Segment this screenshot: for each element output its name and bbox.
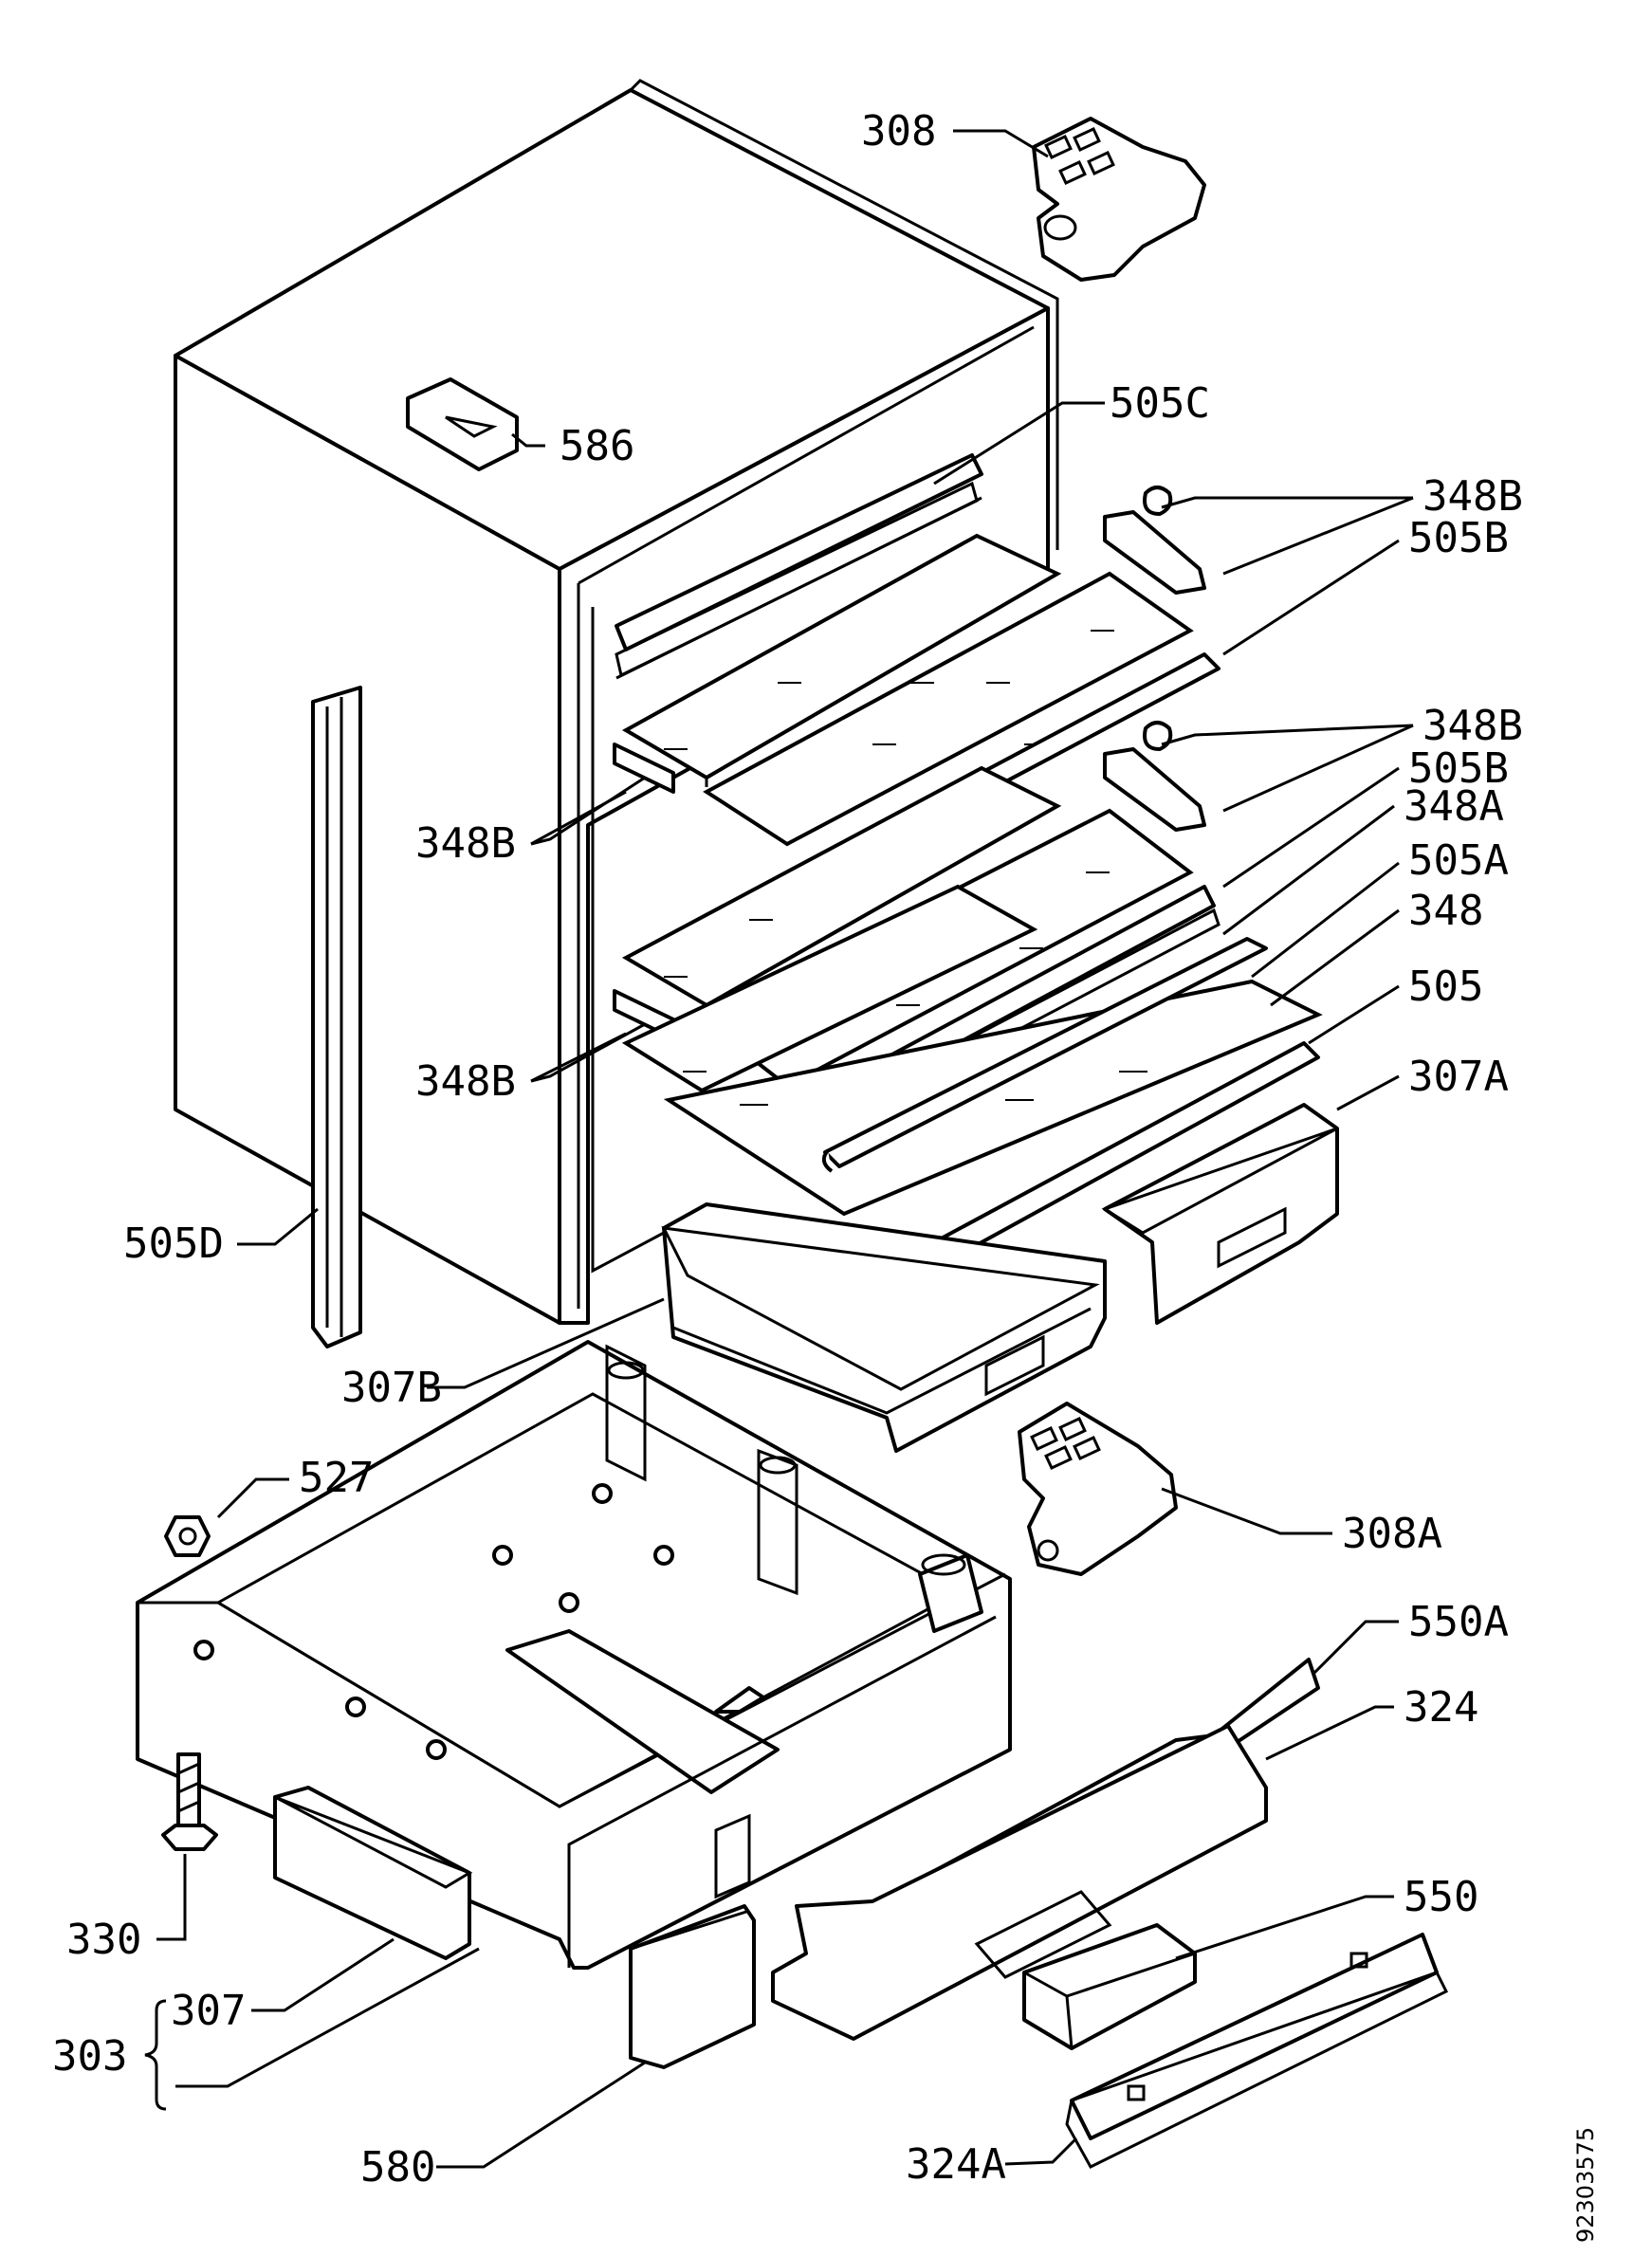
bracket-586 [406,377,519,471]
callout-505B-2: 505B [1408,744,1509,793]
callout-550A: 550A [1408,1598,1509,1646]
callout-330: 330 [66,1916,141,1964]
crisper-drawer-307A [1101,1103,1339,1325]
glass-shelf-upper-left [621,533,1062,787]
callout-505: 505 [1408,963,1483,1011]
callout-307B: 307B [341,1364,442,1412]
callout-308: 308 [861,107,936,156]
callout-505B-1: 505B [1408,514,1509,562]
callout-labels: 308 586 505C 348B 505B 348B 505B 348B 34… [52,107,1523,2192]
glass-shelf-middle-left [621,765,1062,1008]
support-348B-left-upper [613,743,675,794]
rail-505A [821,937,1268,1173]
callout-324: 324 [1404,1683,1478,1732]
callout-308A: 308A [1342,1510,1442,1558]
callout-303: 303 [52,2032,127,2081]
callout-527: 527 [299,1454,374,1502]
callout-580: 580 [360,2143,435,2192]
base-frame [136,1340,1012,1970]
callout-550: 550 [1404,1873,1478,1921]
block-550 [1022,1923,1197,2050]
rail-505D [311,686,362,1348]
strip-324A [1065,1933,1449,2169]
leveling-foot-330 [161,1752,218,1851]
callout-348A: 348A [1404,782,1504,831]
leader-lines [144,129,1414,2169]
callout-348: 348 [1408,887,1483,935]
document-number: 92303575 [1572,2127,1599,2243]
clip-348B-right-lower [1103,721,1206,832]
callout-348B-left-1: 348B [415,819,516,868]
pad-580 [629,1904,756,2069]
crisper-drawer-307B [661,1202,1107,1453]
callout-348B-left-2: 348B [415,1057,516,1106]
callout-324A: 324A [906,2140,1006,2189]
callout-505D: 505D [123,1220,224,1268]
hinge-308 [1032,117,1206,282]
rail-505C [615,453,983,680]
callout-586: 586 [560,422,634,470]
plinth-panel-307 [273,1786,473,1960]
callout-505A: 505A [1408,836,1509,885]
glass-shelf-upper-right [664,571,1194,847]
callout-307A: 307A [1408,1053,1509,1101]
callout-348B-1: 348B [1423,472,1523,521]
callout-505C: 505C [1110,379,1210,428]
nut-527 [164,1515,211,1557]
hinge-308A [1018,1402,1178,1576]
plate-324 [771,1724,1268,2041]
clip-348B-right-upper [1103,486,1206,595]
callout-307: 307 [171,1987,246,2035]
callout-348B-2: 348B [1423,702,1523,750]
